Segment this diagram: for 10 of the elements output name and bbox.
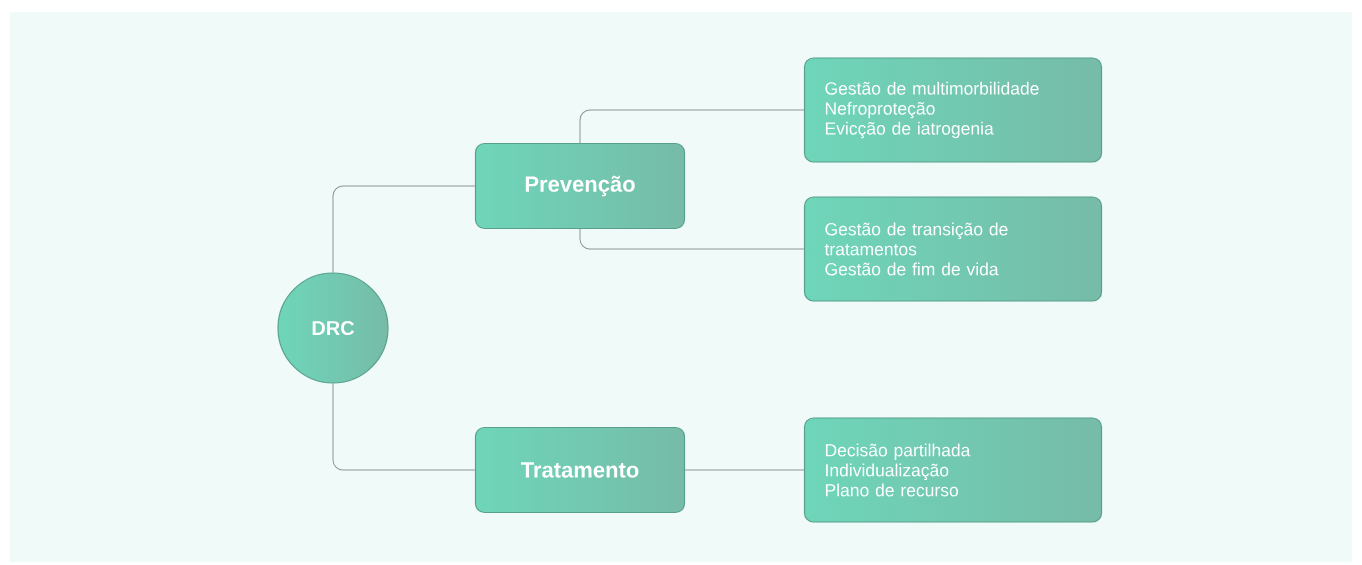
connector-line [332,383,476,471]
connector-line [332,185,476,273]
item-box: Gestão de multimorbilidade Nefroproteção Evicção de iatrogenia [803,57,1103,163]
connector-line [579,109,805,144]
connector-line [579,228,805,250]
category-box: Prevenção [474,142,686,230]
category-box: Tratamento [474,426,686,514]
item-box: Gestão de transição de tratamentos Gestão de fim de vida [803,196,1103,302]
connector-line [684,469,805,471]
item-box: Decisão partilhada Individualização Plano de recurso [803,417,1103,523]
